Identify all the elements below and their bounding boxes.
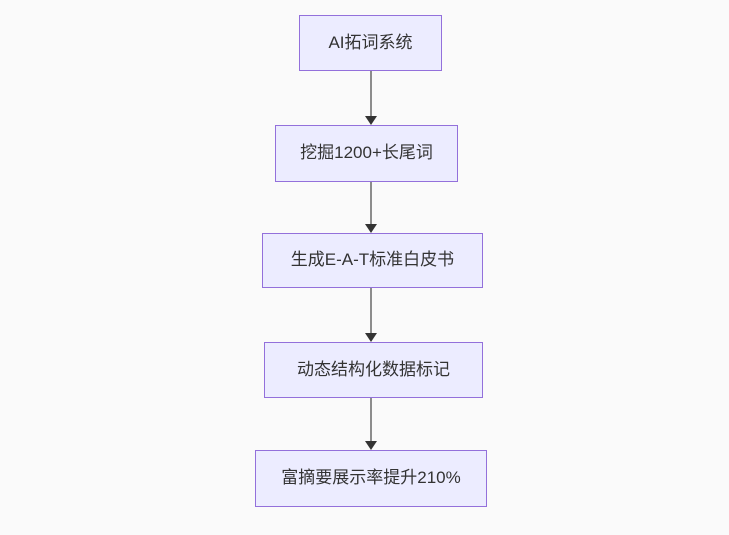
- flow-node-rich-snippet-rate-increase: 富摘要展示率提升210%: [255, 450, 487, 507]
- arrow-line: [370, 71, 372, 116]
- arrow-head-icon: [365, 224, 377, 233]
- node-label: 生成E-A-T标准白皮书: [290, 250, 455, 270]
- arrow-head-icon: [365, 116, 377, 125]
- flow-node-dynamic-structured-data-markup: 动态结构化数据标记: [264, 342, 483, 398]
- flow-node-ai-word-expansion-system: AI拓词系统: [299, 15, 442, 71]
- node-label: AI拓词系统: [328, 32, 413, 52]
- node-label: 动态结构化数据标记: [297, 359, 450, 379]
- node-label: 富摘要展示率提升210%: [281, 468, 461, 488]
- flow-arrow-1: [365, 71, 377, 125]
- arrow-line: [370, 398, 372, 441]
- flow-arrow-3: [365, 288, 377, 342]
- arrow-head-icon: [365, 333, 377, 342]
- arrow-line: [370, 288, 372, 333]
- flow-node-mine-longtail-keywords: 挖掘1200+长尾词: [275, 125, 458, 182]
- flow-node-generate-eat-whitepaper: 生成E-A-T标准白皮书: [262, 233, 483, 288]
- flow-arrow-4: [365, 398, 377, 450]
- arrow-line: [370, 182, 372, 224]
- arrow-head-icon: [365, 441, 377, 450]
- node-label: 挖掘1200+长尾词: [300, 143, 433, 163]
- flow-arrow-2: [365, 182, 377, 233]
